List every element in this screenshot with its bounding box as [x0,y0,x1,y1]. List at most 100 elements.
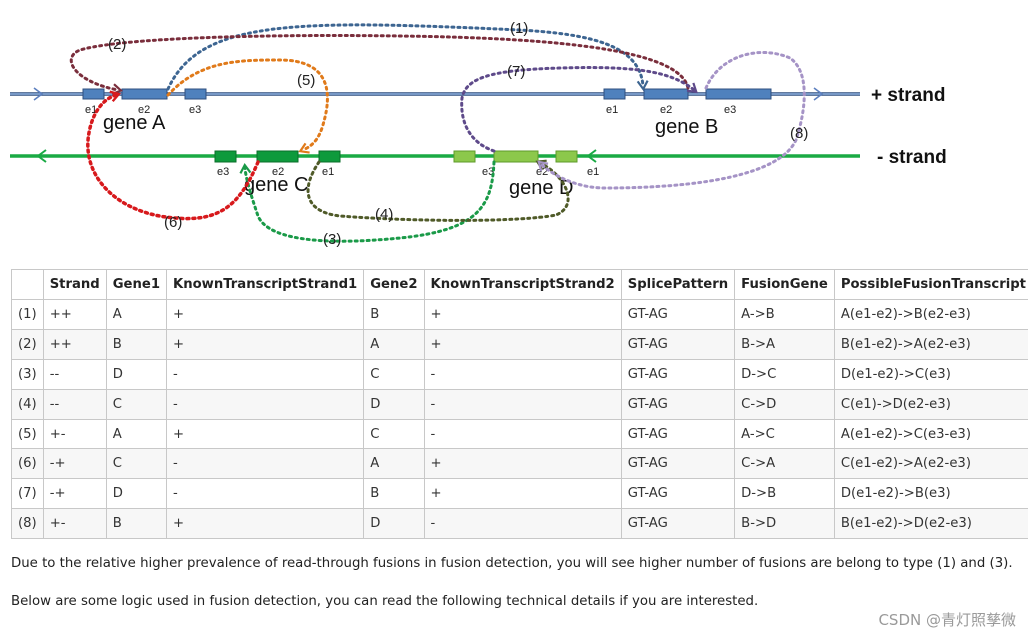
minus-arrow-left [36,149,47,163]
header-fusion-gene: FusionGene [734,269,835,300]
gene-d-label: gene D [509,177,574,199]
gene-d-exon-2 [493,150,539,163]
arc-5 [166,58,329,154]
gene-c-exon-3 [214,150,237,163]
header-known-strand-2: KnownTranscriptStrand2 [423,269,622,300]
cell-gene1: C [105,388,168,420]
cell-possible-fusion-transcript: D(e1-e2)->C(e3) [833,358,1028,390]
fusion-table: Strand Gene1 KnownTranscriptStrand1 Gene… [11,269,1028,540]
cell-possible-fusion-transcript: A(e1-e2)->B(e2-e3) [833,299,1028,330]
cell-possible-fusion-transcript: C(e1)->D(e2-e3) [833,388,1028,420]
cell-index: (5) [11,418,44,450]
table-row: (1) ++ A + B + GT-AG A->B A(e1-e2)->B(e2… [11,299,1028,330]
gene-c-exon-2-label: e2 [272,166,284,178]
gene-c-exon-3-label: e3 [217,166,229,178]
cell-possible-fusion-transcript: C(e1-e2)->A(e2-e3) [833,448,1028,480]
cell-gene2: B [363,299,425,330]
cell-fusion-gene: A->C [734,418,835,450]
cell-known-strand-1: - [166,358,365,390]
cell-gene1: C [105,448,168,480]
gene-b-label: gene B [655,116,718,138]
gene-b-exon-1 [603,88,626,100]
cell-fusion-gene: B->D [734,508,835,540]
gene-a-label: gene A [103,112,166,134]
arc-8 [537,50,806,190]
gene-c-exon-1 [318,150,341,163]
table-row: (7) -+ D - B + GT-AG D->B D(e1-e2)->B(e3… [11,478,1028,510]
header-possible-fusion-transcript: PossibleFusionTranscript [833,269,1028,300]
cell-fusion-gene: A->B [734,299,835,330]
cell-fusion-gene: C->D [734,388,835,420]
paragraph-logic-intro: Below are some logic used in fusion dete… [11,594,759,609]
minus-strand-label: - strand [877,147,947,168]
arc-4 [306,159,570,222]
arc-2 [69,34,690,96]
arc-label-5: (5) [297,72,315,89]
gene-a-exon-1-label: e1 [85,104,97,116]
gene-c-exon-2 [256,150,299,163]
cell-known-strand-2: - [423,508,622,540]
fusion-diagram: + strand - strand e1 e2 e3 gene A e1 e2 … [10,20,947,248]
gene-a-exon-2 [121,88,168,100]
cell-known-strand-2: - [423,418,622,450]
arc-3 [239,160,496,243]
cell-splice-pattern: GT-AG [620,448,736,480]
fusion-arcs [69,23,806,243]
cell-index: (6) [11,448,44,480]
paragraph-read-through: Due to the relative higher prevalence of… [11,556,1013,571]
header-gene2: Gene2 [363,269,425,300]
header-gene1: Gene1 [105,269,168,300]
cell-known-strand-1: - [166,448,365,480]
cell-known-strand-2: + [423,478,622,510]
cell-known-strand-1: + [166,299,365,330]
cell-splice-pattern: GT-AG [620,508,736,540]
cell-strand: -+ [42,478,107,510]
cell-gene1: D [105,478,168,510]
cell-known-strand-1: - [166,478,365,510]
gene-b-exon-2-label: e2 [660,104,672,116]
cell-gene1: B [105,328,168,360]
gene-a-exon-3 [184,88,207,100]
cell-known-strand-1: + [166,508,365,540]
arc-label-3: (3) [323,231,341,248]
table-row: (8) +- B + D - GT-AG B->D B(e1-e2)->D(e2… [11,508,1028,540]
arc-label-4: (4) [375,206,393,223]
cell-splice-pattern: GT-AG [620,299,736,330]
cell-possible-fusion-transcript: B(e1-e2)->D(e2-e3) [833,508,1028,540]
cell-fusion-gene: D->B [734,478,835,510]
cell-possible-fusion-transcript: A(e1-e2)->C(e3-e3) [833,418,1028,450]
arc-label-7: (7) [507,63,525,80]
gene-d: e3 e2 e1 gene D [453,150,599,199]
gene-b-exon-3-label: e3 [724,104,736,116]
header-splice-pattern: SplicePattern [620,269,736,300]
cell-strand: +- [42,508,107,540]
cell-index: (3) [11,358,44,390]
arc-6 [86,95,260,221]
gene-c: e3 e2 e1 gene C [214,150,341,196]
cell-gene2: C [363,418,425,450]
minus-arrow-right [586,149,597,163]
cell-gene2: D [363,388,425,420]
cell-possible-fusion-transcript: B(e1-e2)->A(e2-e3) [833,328,1028,360]
header-index [11,269,44,300]
cell-splice-pattern: GT-AG [620,478,736,510]
cell-known-strand-2: + [423,328,622,360]
arc-label-8: (8) [790,125,808,142]
cell-fusion-gene: B->A [734,328,835,360]
cell-strand: -+ [42,448,107,480]
gene-b-exon-1-label: e1 [606,104,618,116]
cell-strand: -- [42,358,107,390]
cell-known-strand-2: - [423,388,622,420]
cell-strand: ++ [42,328,107,360]
gene-a: e1 e2 e3 gene A [82,88,207,134]
cell-index: (4) [11,388,44,420]
table-row: (6) -+ C - A + GT-AG C->A C(e1-e2)->A(e2… [11,448,1028,480]
cell-known-strand-1: - [166,388,365,420]
arc-label-6: (6) [164,214,182,231]
cell-index: (2) [11,328,44,360]
gene-b-exon-3 [705,88,772,100]
cell-known-strand-2: + [423,448,622,480]
watermark: CSDN @青灯照孳微 [878,611,1016,629]
cell-index: (7) [11,478,44,510]
arc-labels: (1) (2) (3) (4) (5) (6) (7) (8) [108,20,808,248]
